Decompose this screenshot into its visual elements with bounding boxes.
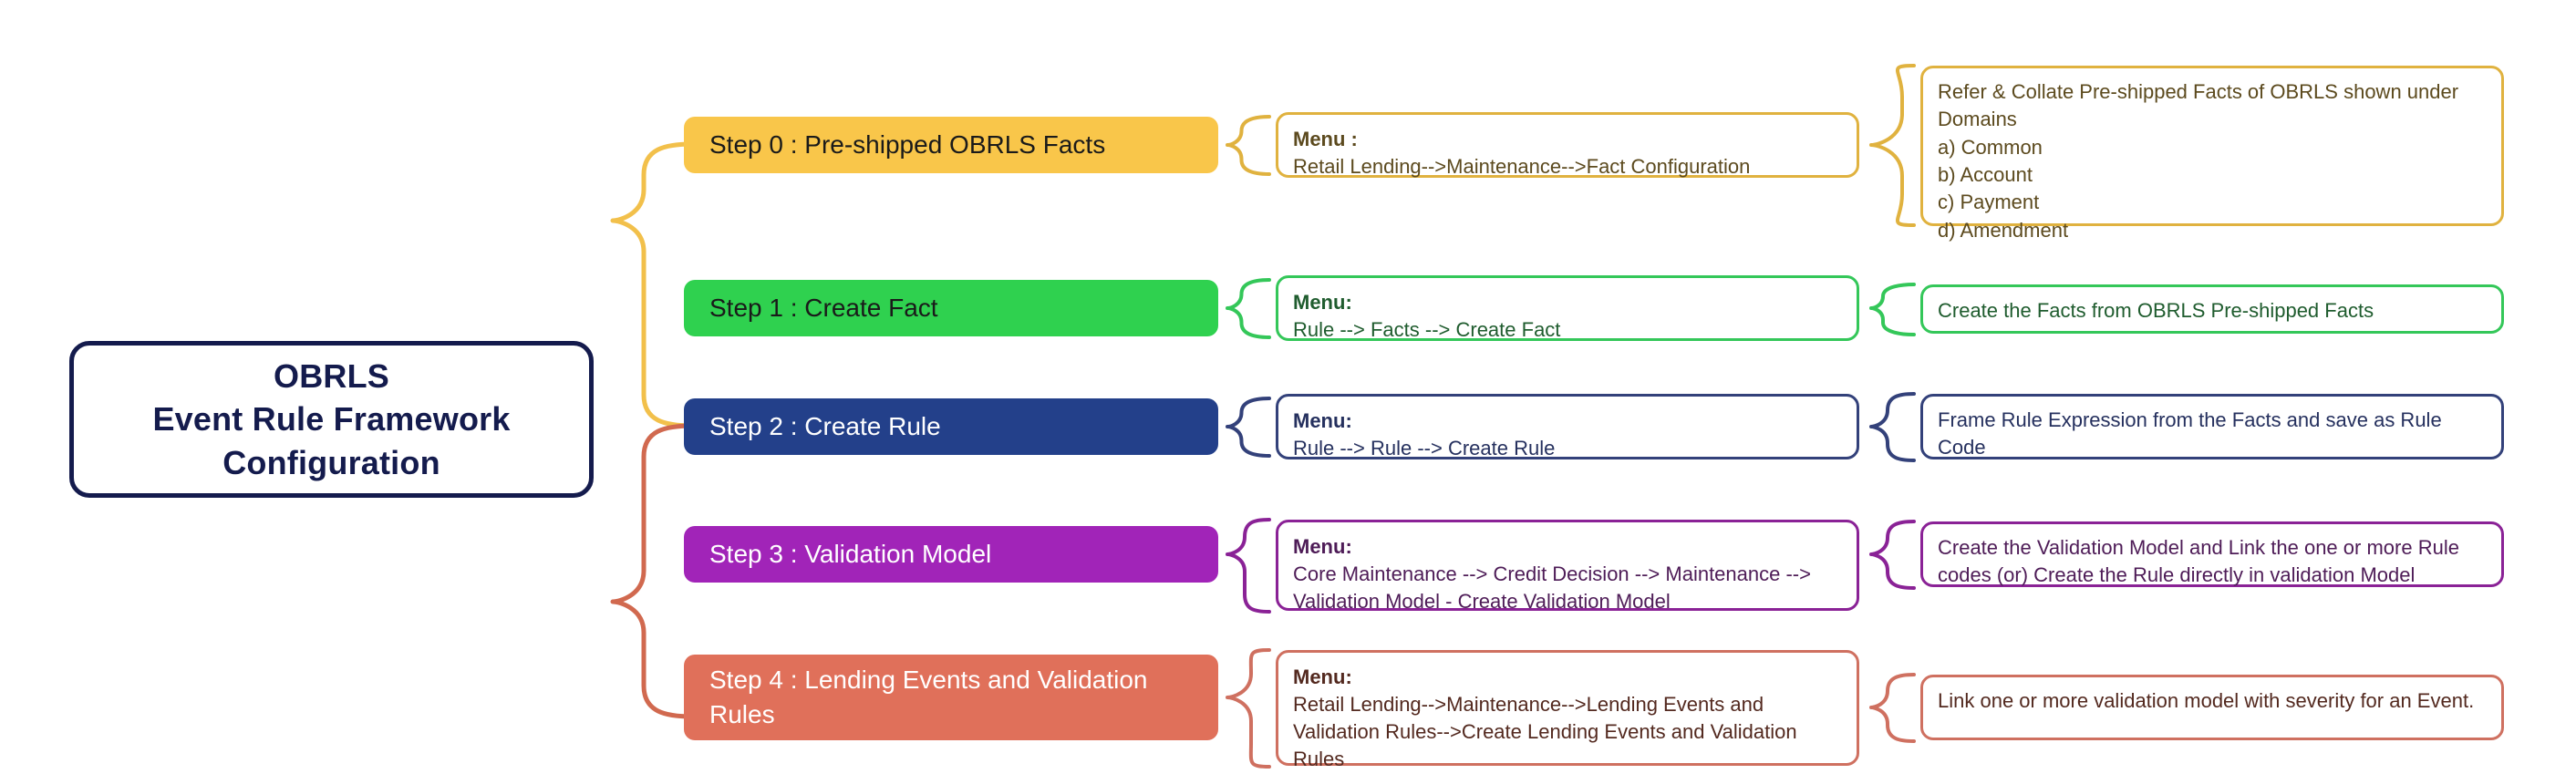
menu-title-step-0: Menu : bbox=[1293, 128, 1358, 150]
menu-path-step-2: Rule --> Rule --> Create Rule bbox=[1293, 436, 1556, 459]
menu-box-step-2[interactable]: Menu: Rule --> Rule --> Create Rule bbox=[1276, 394, 1859, 459]
description-text-step-2: Frame Rule Expression from the Facts and… bbox=[1938, 408, 2442, 459]
step-label-step-0: Step 0 : Pre-shipped OBRLS Facts bbox=[709, 130, 1106, 160]
step-box-step-1[interactable]: Step 1 : Create Fact bbox=[684, 280, 1218, 336]
description-text-step-0: Refer & Collate Pre-shipped Facts of OBR… bbox=[1938, 80, 2459, 242]
step-box-step-0[interactable]: Step 0 : Pre-shipped OBRLS Facts bbox=[684, 117, 1218, 173]
step-box-step-3[interactable]: Step 3 : Validation Model bbox=[684, 526, 1218, 583]
description-box-step-4[interactable]: Link one or more validation model with s… bbox=[1920, 675, 2504, 740]
menu-title-step-4: Menu: bbox=[1293, 666, 1352, 688]
menu-title-step-2: Menu: bbox=[1293, 409, 1352, 432]
menu-path-step-3: Core Maintenance --> Credit Decision -->… bbox=[1293, 562, 1811, 614]
root-node[interactable]: OBRLS Event Rule Framework Configuration bbox=[69, 341, 594, 498]
description-text-step-4: Link one or more validation model with s… bbox=[1938, 689, 2475, 712]
step-box-step-2[interactable]: Step 2 : Create Rule bbox=[684, 398, 1218, 455]
menu-box-step-4[interactable]: Menu: Retail Lending-->Maintenance-->Len… bbox=[1276, 650, 1859, 770]
menu-box-step-1[interactable]: Menu: Rule --> Facts --> Create Fact bbox=[1276, 275, 1859, 341]
description-text-step-1: Create the Facts from OBRLS Pre-shipped … bbox=[1938, 299, 2374, 322]
step-label-step-2: Step 2 : Create Rule bbox=[709, 412, 941, 441]
menu-box-step-0[interactable]: Menu : Retail Lending-->Maintenance-->Fa… bbox=[1276, 112, 1859, 178]
step-box-step-4[interactable]: Step 4 : Lending Events and Validation R… bbox=[684, 655, 1218, 740]
menu-path-step-0: Retail Lending-->Maintenance-->Fact Conf… bbox=[1293, 154, 1751, 178]
menu-path-step-4: Retail Lending-->Maintenance-->Lending E… bbox=[1293, 692, 1797, 771]
menu-title-step-3: Menu: bbox=[1293, 535, 1352, 558]
root-title-line-3: Configuration bbox=[222, 443, 440, 481]
menu-path-step-1: Rule --> Facts --> Create Fact bbox=[1293, 317, 1561, 341]
menu-title-step-1: Menu: bbox=[1293, 291, 1352, 314]
root-title-line-1: OBRLS bbox=[274, 356, 389, 395]
step-label-step-1: Step 1 : Create Fact bbox=[709, 294, 938, 323]
description-box-step-1[interactable]: Create the Facts from OBRLS Pre-shipped … bbox=[1920, 284, 2504, 334]
step-label-step-4: Step 4 : Lending Events and Validation R… bbox=[709, 666, 1148, 728]
description-text-step-3: Create the Validation Model and Link the… bbox=[1938, 536, 2459, 587]
description-box-step-0[interactable]: Refer & Collate Pre-shipped Facts of OBR… bbox=[1920, 66, 2504, 242]
description-box-step-3[interactable]: Create the Validation Model and Link the… bbox=[1920, 521, 2504, 587]
root-title-line-2: Event Rule Framework bbox=[152, 400, 511, 439]
description-box-step-2[interactable]: Frame Rule Expression from the Facts and… bbox=[1920, 394, 2504, 459]
step-label-step-3: Step 3 : Validation Model bbox=[709, 540, 992, 569]
menu-box-step-3[interactable]: Menu: Core Maintenance --> Credit Decisi… bbox=[1276, 520, 1859, 613]
